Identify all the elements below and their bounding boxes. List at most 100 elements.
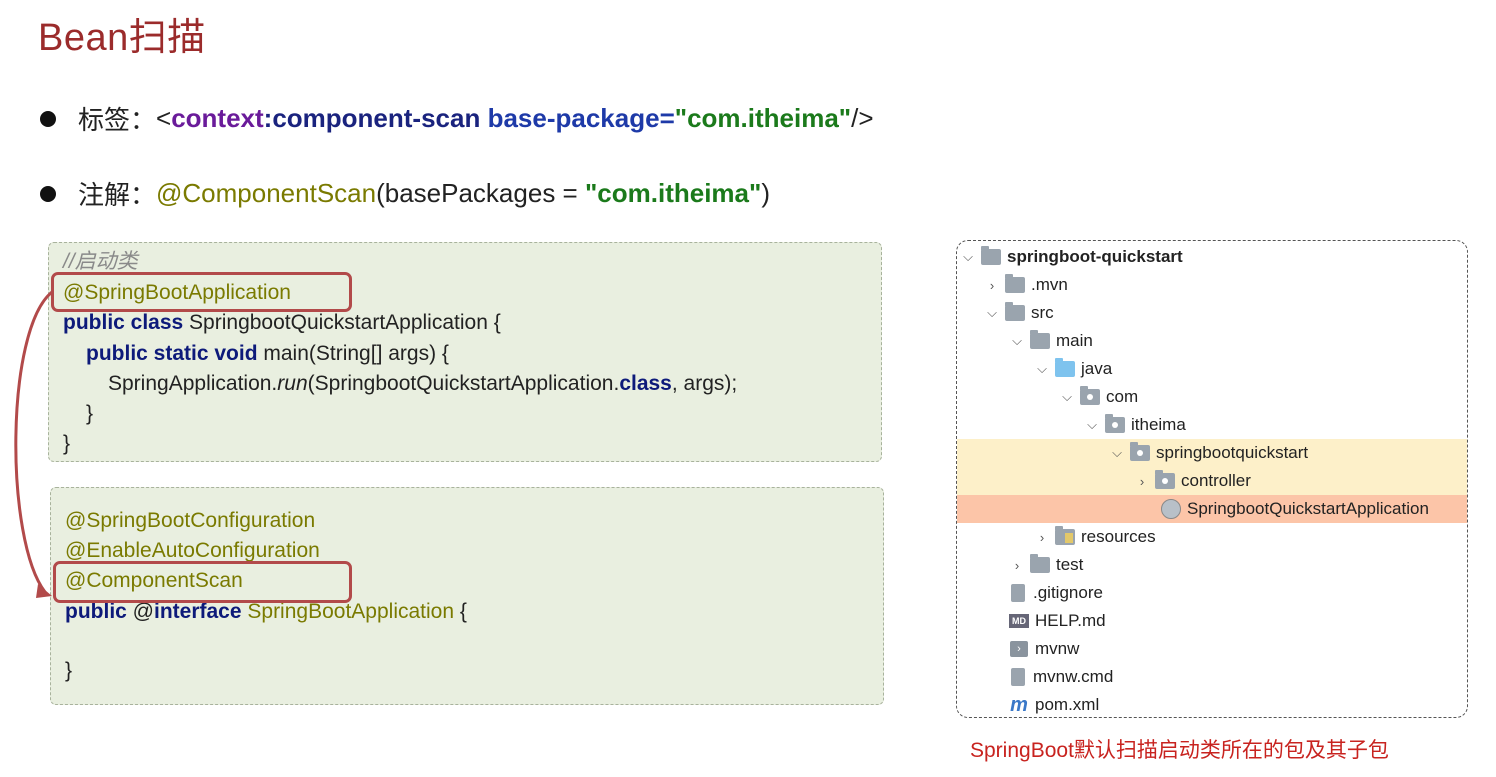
tree-item-project-root[interactable]: ⌵ springboot-quickstart xyxy=(957,243,1467,271)
code-interface-declaration: public @interface SpringBootApplication … xyxy=(65,597,467,627)
page-title: Bean扫描 xyxy=(38,17,206,59)
tag-attr: base-package xyxy=(480,103,660,133)
tree-item-gitignore[interactable]: .gitignore xyxy=(957,579,1467,607)
annotation-close: ) xyxy=(761,178,770,208)
tree-item-main[interactable]: ⌵ main xyxy=(957,327,1467,355)
chevron-down-icon[interactable]: ⌵ xyxy=(1062,389,1072,404)
code-interface-name: SpringBootApplication xyxy=(241,600,455,623)
tree-label: HELP.md xyxy=(1035,611,1106,630)
tree-item-mvnw-cmd[interactable]: mvnw.cmd xyxy=(957,663,1467,691)
chevron-down-icon[interactable]: ⌵ xyxy=(1112,445,1122,460)
annotation-name: @ComponentScan xyxy=(156,178,377,208)
tag-label: 标签： xyxy=(78,105,157,135)
tree-item-pom-xml[interactable]: m pom.xml xyxy=(957,691,1467,717)
code-class-declaration: public class SpringbootQuickstartApplica… xyxy=(63,308,501,338)
tag-value: "com.itheima" xyxy=(674,103,852,133)
code-run-call: SpringApplication.run(SpringbootQuicksta… xyxy=(108,369,737,399)
code-text: @ xyxy=(126,600,154,623)
chevron-down-icon[interactable]: ⌵ xyxy=(987,305,997,320)
folder-icon xyxy=(1005,274,1025,293)
chevron-down-icon[interactable]: ⌵ xyxy=(1012,333,1022,348)
code-block-springbootapplication-annotation: @SpringBootConfiguration @EnableAutoConf… xyxy=(50,487,884,705)
code-text: SpringbootQuickstartApplication { xyxy=(183,311,501,334)
markdown-file-icon: MD xyxy=(1009,614,1029,628)
package-icon xyxy=(1105,414,1125,433)
tree-item-com[interactable]: ⌵ com xyxy=(957,383,1467,411)
tree-item-springbootquickstart[interactable]: ⌵ springbootquickstart xyxy=(957,439,1467,467)
tag-eq: = xyxy=(659,103,675,133)
tree-label: mvnw.cmd xyxy=(1033,667,1114,686)
chevron-right-icon[interactable]: › xyxy=(1014,557,1020,573)
folder-icon xyxy=(1005,302,1025,321)
tag-lt: < xyxy=(156,103,172,133)
tree-item-src[interactable]: ⌵ src xyxy=(957,299,1467,327)
connector-arrow xyxy=(14,290,53,598)
caption-note: SpringBoot默认扫描启动类所在的包及其子包 xyxy=(970,739,1389,762)
tree-label: itheima xyxy=(1131,415,1186,434)
chevron-down-icon[interactable]: ⌵ xyxy=(1037,361,1047,376)
code-keyword: public class xyxy=(63,311,184,334)
tree-item-mvnw[interactable]: › mvnw xyxy=(957,635,1467,663)
bullet-dot xyxy=(40,185,56,202)
folder-icon xyxy=(1030,330,1050,349)
script-file-icon: › xyxy=(1010,641,1028,657)
code-annotation-springbootconfiguration: @SpringBootConfiguration xyxy=(65,509,316,532)
tree-item-java[interactable]: ⌵ java xyxy=(957,355,1467,383)
tree-label: springboot-quickstart xyxy=(1007,247,1183,266)
tree-label: com xyxy=(1106,387,1139,406)
code-keyword: interface xyxy=(154,600,242,623)
package-icon xyxy=(1155,470,1175,489)
tree-label: .gitignore xyxy=(1033,583,1103,602)
folder-icon xyxy=(1030,554,1050,573)
code-keyword: class xyxy=(619,372,672,395)
resources-folder-icon xyxy=(1055,526,1075,545)
tree-label: pom.xml xyxy=(1035,695,1100,714)
code-main-method: public static void main(String[] args) { xyxy=(86,339,449,369)
annotation-value: "com.itheima" xyxy=(584,178,762,208)
code-text: { xyxy=(454,600,467,623)
tree-label: springbootquickstart xyxy=(1156,443,1309,462)
tree-item-controller[interactable]: › controller xyxy=(957,467,1467,495)
spring-boot-class-icon xyxy=(1161,499,1181,519)
tree-label: controller xyxy=(1181,471,1251,490)
code-text: (SpringbootQuickstartApplication. xyxy=(307,372,620,395)
code-text: SpringApplication. xyxy=(108,372,278,395)
code-annotation-springbootapplication: @SpringBootApplication xyxy=(63,281,291,304)
highlight-springbootapplication xyxy=(51,272,352,312)
highlight-componentscan xyxy=(53,561,352,603)
file-icon xyxy=(1011,668,1025,686)
code-annotation-enableautoconfiguration: @EnableAutoConfiguration xyxy=(65,539,320,562)
tree-label: .mvn xyxy=(1031,275,1068,294)
tree-item-test[interactable]: › test xyxy=(957,551,1467,579)
source-folder-icon xyxy=(1055,358,1075,377)
chevron-right-icon[interactable]: › xyxy=(1139,473,1145,489)
chevron-right-icon[interactable]: › xyxy=(989,277,995,293)
file-icon xyxy=(1011,584,1025,602)
chevron-right-icon[interactable]: › xyxy=(1039,529,1045,545)
tree-label: mvnw xyxy=(1035,639,1080,658)
bullet-tag: 标签： < context :component-scan base-packa… xyxy=(40,100,874,137)
tag-close: /> xyxy=(851,103,874,133)
project-folder-icon xyxy=(981,246,1001,265)
package-icon xyxy=(1080,386,1100,405)
code-keyword: public static void xyxy=(86,342,258,365)
tree-item-resources[interactable]: › resources xyxy=(957,523,1467,551)
tree-item-itheima[interactable]: ⌵ itheima xyxy=(957,411,1467,439)
code-text: main(String[] args) { xyxy=(257,342,449,365)
tag-context: context xyxy=(171,103,264,133)
chevron-down-icon[interactable]: ⌵ xyxy=(963,249,973,264)
code-brace: } xyxy=(65,659,73,682)
tree-label: SpringbootQuickstartApplication xyxy=(1187,499,1429,518)
tree-item-application-class[interactable]: SpringbootQuickstartApplication xyxy=(957,495,1467,523)
chevron-down-icon[interactable]: ⌵ xyxy=(1087,417,1097,432)
package-icon xyxy=(1130,442,1150,461)
tree-label: test xyxy=(1056,555,1084,574)
code-brace: } xyxy=(63,432,71,455)
tree-item-help-md[interactable]: MD HELP.md xyxy=(957,607,1467,635)
code-run: run xyxy=(277,372,308,395)
bullet-annotation: 注解： @ComponentScan (basePackages = "com.… xyxy=(40,175,770,212)
tag-component-scan: :component-scan xyxy=(263,103,481,133)
maven-icon: m xyxy=(1010,694,1028,716)
tree-item-mvn[interactable]: › .mvn xyxy=(957,271,1467,299)
tree-label: src xyxy=(1031,303,1054,322)
